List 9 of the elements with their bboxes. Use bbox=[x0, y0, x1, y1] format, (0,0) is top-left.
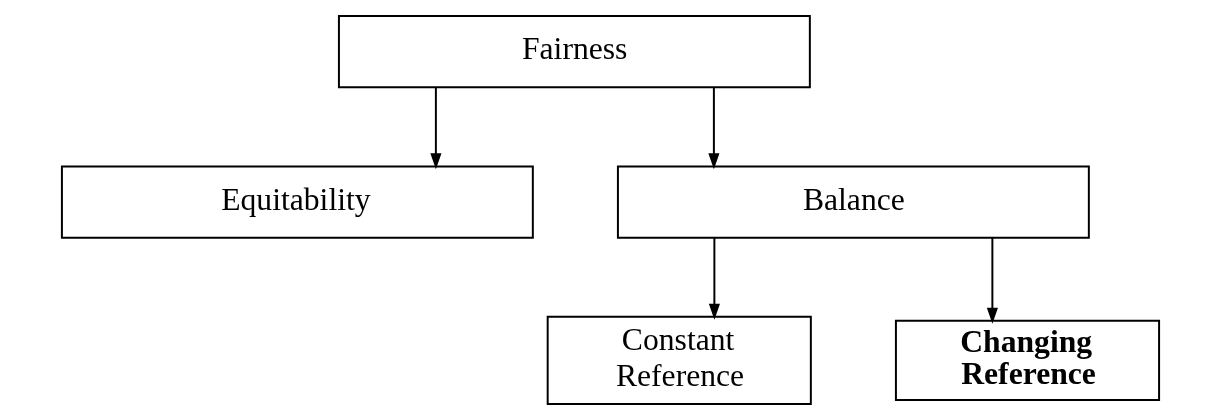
node-box: Balance bbox=[616, 165, 1090, 239]
node-box: Constant Reference bbox=[546, 315, 812, 405]
arrow bbox=[986, 237, 998, 324]
node-box: Equitability bbox=[60, 165, 534, 239]
node-box: Fairness bbox=[337, 15, 811, 89]
arrow bbox=[430, 86, 442, 170]
arrow bbox=[708, 237, 720, 320]
node-box: Changing Reference bbox=[894, 319, 1161, 401]
arrow bbox=[708, 86, 720, 170]
